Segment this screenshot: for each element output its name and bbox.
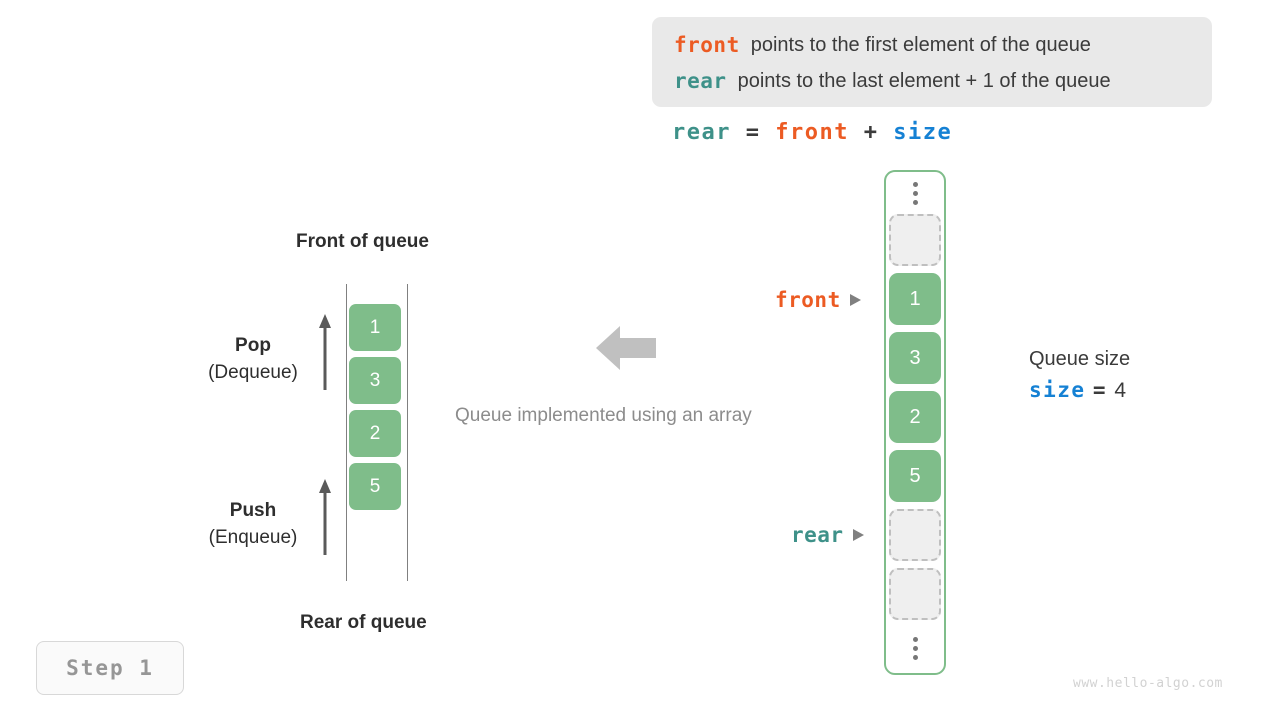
ellipsis-icon-bottom (912, 627, 918, 669)
formula-rhs-size: size (893, 120, 953, 145)
queue-size-caption: Queue size (1029, 348, 1131, 370)
queue-cell: 3 (349, 357, 401, 404)
formula-rear-equals-front-plus-size: rear = front + size (672, 120, 952, 145)
ellipsis-icon-top (912, 172, 918, 214)
front-of-queue-label: Front of queue (296, 231, 429, 252)
pointer-triangle-icon (852, 529, 864, 541)
queue-cell: 1 (349, 304, 401, 351)
rear-pointer: rear (791, 523, 864, 547)
array-slot-filled: 3 (889, 332, 941, 384)
step-badge: Step 1 (36, 641, 184, 695)
array-slot-filled: 1 (889, 273, 941, 325)
size-value: 4 (1114, 379, 1128, 402)
front-pointer: front (775, 288, 861, 312)
array-slot-filled: 2 (889, 391, 941, 443)
watermark: www.hello-algo.com (1073, 676, 1223, 691)
array-container: 1 3 2 5 (884, 170, 946, 675)
legend-text-front: points to the first element of the queue (750, 33, 1091, 56)
size-variable-name: size (1029, 378, 1086, 402)
legend-keyword-front: front (674, 33, 740, 57)
queue-rail-left (346, 284, 347, 581)
formula-lhs: rear (672, 120, 731, 145)
rear-of-queue-label: Rear of queue (300, 612, 427, 633)
pop-label-main: Pop (235, 335, 271, 356)
front-pointer-label: front (775, 288, 841, 312)
array-slot-empty (889, 568, 941, 620)
left-arrow-icon (596, 326, 656, 370)
size-equals: = (1092, 378, 1108, 402)
push-operation-label: Push (Enqueue) (173, 498, 333, 552)
legend-line-front: front points to the first element of the… (674, 27, 1190, 63)
queue-size-value-line: size = 4 (1029, 374, 1130, 407)
formula-rhs-front: front (775, 120, 849, 145)
rear-pointer-label: rear (791, 523, 844, 547)
push-label-main: Push (229, 500, 277, 521)
queue-size-note: Queue size size = 4 (1029, 344, 1130, 407)
pop-up-arrow-icon (319, 314, 331, 390)
queue-cell: 5 (349, 463, 401, 510)
legend-keyword-rear: rear (674, 69, 727, 93)
diagram-caption: Queue implemented using an array (455, 405, 752, 426)
array-slot-empty (889, 214, 941, 266)
pop-operation-label: Pop (Dequeue) (173, 333, 333, 387)
array-slot-filled: 5 (889, 450, 941, 502)
push-up-arrow-icon (319, 479, 331, 555)
formula-plus: + (863, 120, 879, 145)
legend-text-rear: points to the last element + 1 of the qu… (737, 69, 1111, 92)
pointer-triangle-icon (849, 294, 861, 306)
legend-line-rear: rear points to the last element + 1 of t… (674, 63, 1190, 99)
left-queue-cells: 1 3 2 5 (349, 304, 401, 516)
legend-box: front points to the first element of the… (652, 17, 1212, 107)
pop-label-sub: (Dequeue) (208, 362, 298, 383)
queue-rail-right (407, 284, 408, 581)
formula-equals: = (745, 120, 761, 145)
queue-cell: 2 (349, 410, 401, 457)
array-slot-empty (889, 509, 941, 561)
push-label-sub: (Enqueue) (208, 527, 298, 548)
